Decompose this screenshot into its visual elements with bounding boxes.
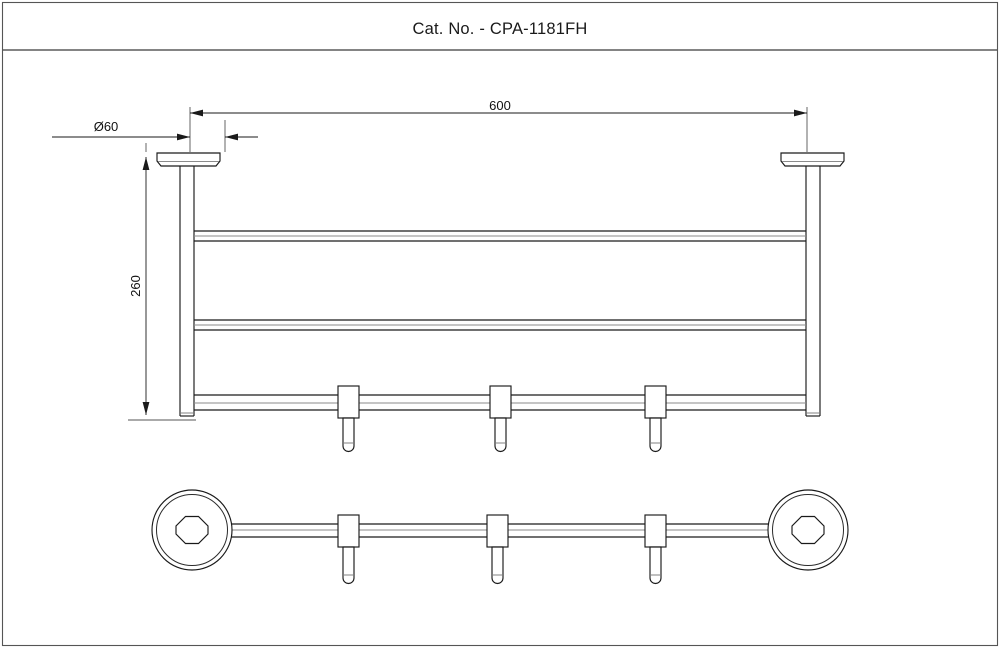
dimension-flange-diameter: Ø60: [52, 119, 258, 141]
rosette-hub: [175, 515, 209, 545]
title-block: Cat. No. - CPA-1181FH: [3, 20, 997, 51]
left-post-assembly: [156, 152, 221, 417]
left-rosette: [151, 489, 233, 571]
upper-rail: [194, 230, 806, 242]
rosette-inner-circle: [156, 494, 228, 566]
hook-block: [644, 385, 667, 419]
hook-stem: [342, 417, 355, 452]
dim-arrow-600-left: [190, 109, 203, 117]
right-flange: [780, 152, 845, 167]
dim-label-260: 260: [128, 275, 143, 297]
dim-label-d60: Ø60: [94, 119, 119, 134]
dim-arrow-d60-right: [177, 133, 190, 141]
side-hook-2: [489, 385, 512, 452]
dim-arrow-d60-inner: [225, 133, 238, 141]
hook-stem: [649, 546, 662, 584]
hook-block: [486, 514, 509, 548]
extension-lines: [128, 107, 808, 421]
dim-label-600: 600: [489, 98, 511, 113]
hook-block: [489, 385, 512, 419]
middle-rail: [194, 319, 806, 331]
page-title: Cat. No. - CPA-1181FH: [412, 20, 587, 38]
hook-block: [644, 514, 667, 548]
side-hook-3: [644, 385, 667, 452]
front-hook-3: [644, 514, 667, 584]
rosette-hub: [791, 515, 825, 545]
hook-stem: [491, 546, 504, 584]
side-view: 600 Ø60 260: [52, 98, 845, 452]
front-view: [151, 489, 849, 584]
rosette-inner-circle: [772, 494, 844, 566]
hook-stem: [494, 417, 507, 452]
side-hook-1: [337, 385, 360, 452]
front-hook-1: [337, 514, 360, 584]
dimension-overall-height: 260: [128, 157, 150, 415]
dim-arrow-600-right: [794, 109, 807, 117]
hook-block: [337, 385, 360, 419]
left-flange: [156, 152, 221, 167]
dimension-overall-width: 600: [190, 98, 807, 117]
dim-arrow-260-bottom: [142, 402, 150, 415]
front-hook-2: [486, 514, 509, 584]
right-rosette: [767, 489, 849, 571]
dim-arrow-260-top: [142, 157, 150, 170]
right-post-assembly: [780, 152, 845, 417]
hook-block: [337, 514, 360, 548]
hook-stem: [342, 546, 355, 584]
hook-stem: [649, 417, 662, 452]
